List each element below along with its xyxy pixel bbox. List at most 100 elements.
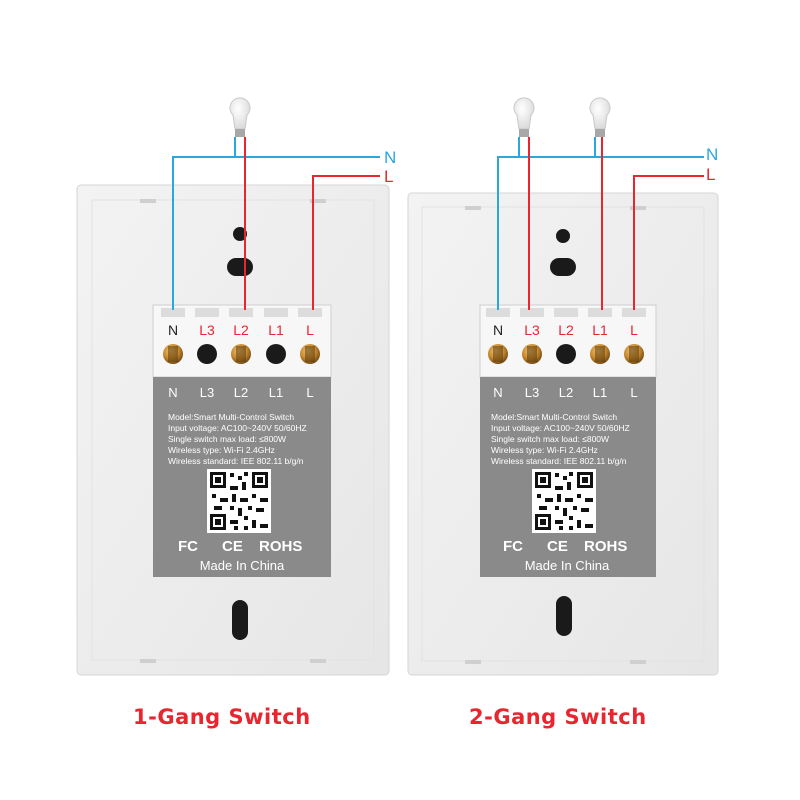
plate-clip <box>630 206 646 210</box>
terminal-label: L3 <box>525 385 539 400</box>
terminal-label: L <box>630 385 637 400</box>
spec-line: Model:Smart Multi-Control Switch <box>491 412 617 422</box>
screw-slot <box>595 346 605 362</box>
spec-line: Wireless standard: IEE 802.11 b/g/n <box>168 456 304 466</box>
fc-mark: FC <box>503 538 523 555</box>
live-label: L <box>706 165 715 184</box>
terminal-top-labels: N L3 L2 L1 L <box>493 322 638 338</box>
spec-line: Single switch max load: ≤800W <box>168 434 286 444</box>
plate-clip <box>140 659 156 663</box>
terminal-label: L1 <box>593 385 607 400</box>
terminal-label: L2 <box>559 385 573 400</box>
qr-code <box>532 469 596 533</box>
panel-1-gang: N L3 L2 L1 L N L3 L2 L1 L Model:Smart Mu… <box>76 97 396 676</box>
terminal-label: N <box>168 322 178 338</box>
terminal-bottom-labels: N L3 L2 L1 L <box>168 385 313 400</box>
terminal-cap <box>520 308 544 317</box>
screw-slot <box>629 346 639 362</box>
certification-marks: FC CE ROHS <box>178 538 302 555</box>
terminal-label: L <box>306 385 313 400</box>
terminal-label: L <box>630 322 638 338</box>
screw-slot <box>527 346 537 362</box>
terminal-top-labels: N L3 L2 L1 L <box>168 322 314 338</box>
ce-mark: CE <box>547 538 568 555</box>
spec-text: Model:Smart Multi-Control Switch Input v… <box>168 412 307 466</box>
mount-slot <box>232 600 248 640</box>
terminal-label: N <box>493 385 502 400</box>
plate-clip <box>140 199 156 203</box>
terminals <box>488 344 644 364</box>
mount-hole <box>556 229 570 243</box>
wires <box>172 137 380 310</box>
fc-mark: FC <box>178 538 198 555</box>
spec-line: Wireless type: Wi-Fi 2.4GHz <box>491 445 598 455</box>
live-label: L <box>384 167 393 186</box>
plate-inner <box>421 206 705 662</box>
terminals <box>163 344 320 364</box>
terminal-hole <box>556 344 576 364</box>
rohs-mark: ROHS <box>584 538 627 555</box>
terminal-caps <box>486 308 646 317</box>
origin-text: Made In China <box>525 558 610 573</box>
mount-slot <box>550 258 576 276</box>
neutral-wire <box>497 156 704 310</box>
terminal-label: L3 <box>200 385 214 400</box>
spec-line: Model:Smart Multi-Control Switch <box>168 412 294 422</box>
terminal-cap <box>298 308 322 317</box>
terminal-cap <box>554 308 578 317</box>
terminal-label: L2 <box>234 385 248 400</box>
spec-line: Single switch max load: ≤800W <box>491 434 609 444</box>
spec-line: Wireless type: Wi-Fi 2.4GHz <box>168 445 275 455</box>
terminal-bottom-labels: N L3 L2 L1 L <box>493 385 637 400</box>
certification-marks: FC CE ROHS <box>503 538 627 555</box>
bulb <box>589 97 611 137</box>
plate-inner <box>91 199 375 661</box>
mount-slot <box>556 596 572 636</box>
terminal-label: L1 <box>269 385 283 400</box>
terminal-cap <box>195 308 219 317</box>
terminal-cap <box>229 308 253 317</box>
terminal-cap <box>161 308 185 317</box>
neutral-wire <box>172 156 380 310</box>
spec-line: Wireless standard: IEE 802.11 b/g/n <box>491 456 627 466</box>
live-wire <box>312 175 380 310</box>
caption-2-gang: 2-Gang Switch <box>469 705 647 729</box>
caption-1-gang: 1-Gang Switch <box>133 705 311 729</box>
qr-code <box>207 469 271 533</box>
terminal-cap <box>622 308 646 317</box>
terminal-label: L1 <box>268 322 284 338</box>
screw-slot <box>236 346 246 362</box>
bulb <box>513 97 535 137</box>
terminal-cap <box>486 308 510 317</box>
screw-slot <box>168 346 178 362</box>
spec-text: Model:Smart Multi-Control Switch Input v… <box>491 412 630 466</box>
neutral-label: N <box>384 148 396 167</box>
mount-hole <box>233 227 247 241</box>
terminal-hole <box>197 344 217 364</box>
ce-mark: CE <box>222 538 243 555</box>
terminal-label: L <box>306 322 314 338</box>
live-wire <box>633 175 704 310</box>
terminal-cap <box>264 308 288 317</box>
terminal-label: L1 <box>592 322 608 338</box>
spec-line: Input voltage: AC100~240V 50/60HZ <box>168 423 307 433</box>
origin-text: Made In China <box>200 558 285 573</box>
terminal-label: L2 <box>233 322 249 338</box>
screw-slot <box>305 346 315 362</box>
panel-2-gang: N L3 L2 L1 L N L3 L2 L1 L Model:Smart Mu… <box>407 97 719 676</box>
terminal-label: L2 <box>558 322 574 338</box>
spec-line: Input voltage: AC100~240V 50/60HZ <box>491 423 630 433</box>
terminal-hole <box>266 344 286 364</box>
plate-clip <box>465 206 481 210</box>
wires <box>497 137 704 310</box>
terminal-label: N <box>493 322 503 338</box>
plate-clip <box>310 659 326 663</box>
terminal-caps <box>161 308 322 317</box>
plate-clip <box>310 199 326 203</box>
terminal-label: L3 <box>524 322 540 338</box>
terminal-label: N <box>168 385 177 400</box>
terminal-cap <box>588 308 612 317</box>
neutral-label: N <box>706 145 718 164</box>
screw-slot <box>493 346 503 362</box>
